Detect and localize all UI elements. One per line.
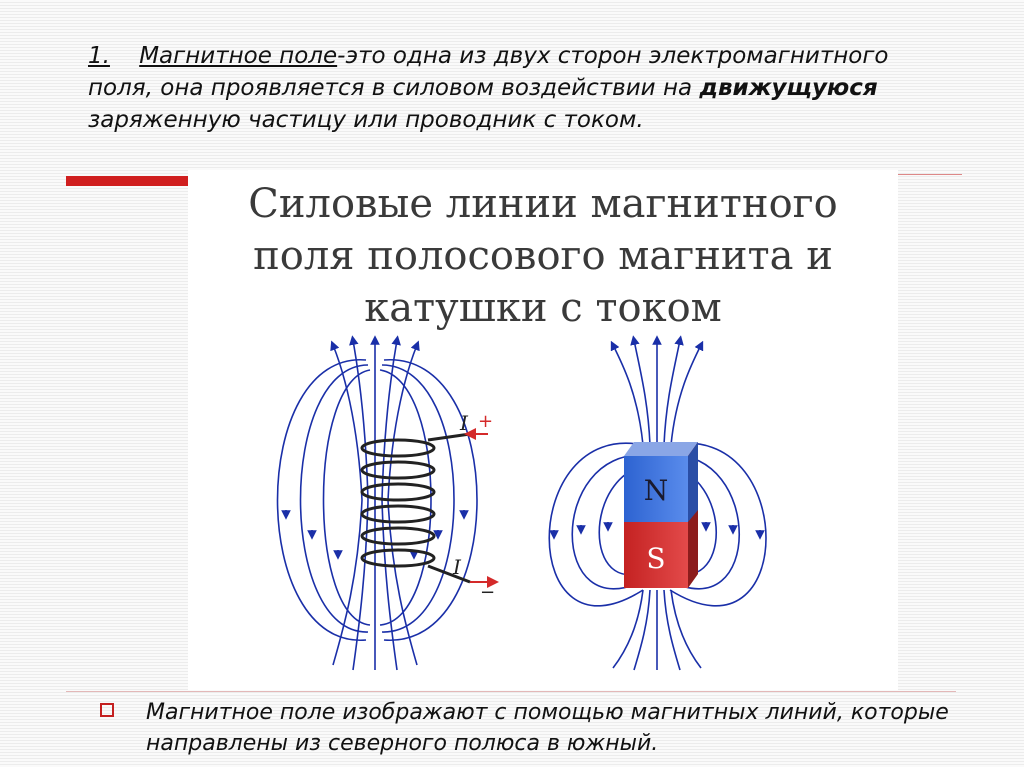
figure-title-line3: катушки с током <box>364 285 722 331</box>
coil-current-label-bottom: I <box>452 555 462 579</box>
accent-line-right <box>898 174 962 175</box>
coil-current-label-top: I <box>459 411 469 435</box>
item-number: 1. <box>88 43 110 69</box>
figure-title-line1: Силовые линии магнитного <box>248 181 838 227</box>
coil-current-arrows <box>464 428 499 588</box>
red-accent-bar <box>66 176 188 186</box>
term-magnetic-field: Магнитное поле <box>139 43 338 69</box>
magnet-field-lines <box>548 335 767 671</box>
coil-minus-label: − <box>480 582 495 603</box>
field-diagram: I + I − <box>276 335 767 671</box>
magnet-south-pole <box>624 522 688 588</box>
definition-text-start: -это одна из двух сторон электромагнитно… <box>88 43 889 101</box>
magnet-south-label: S <box>646 542 665 575</box>
square-bullet-icon <box>100 703 114 717</box>
figure-title-line2: поля полосового магнита и <box>253 233 833 279</box>
coil-plus-label: + <box>478 411 493 432</box>
bar-magnet: N S <box>624 442 698 588</box>
divider-line <box>66 691 956 692</box>
magnet-north-label: N <box>644 474 669 507</box>
definition-bold-word: движущуюся <box>699 75 878 101</box>
figure-title: Силовые линии магнитного поля полосового… <box>188 178 898 334</box>
field-lines-figure: Силовые линии магнитного поля полосового… <box>188 170 898 690</box>
magnet-north-pole <box>624 456 688 522</box>
definition-text-end: заряженную частицу или проводник с током… <box>88 107 644 133</box>
coil-windings <box>360 432 471 584</box>
definition-paragraph: 1. Магнитное поле-это одна из двух сторо… <box>88 40 948 136</box>
coil-field-lines <box>276 335 478 671</box>
bullet-text: Магнитное поле изображают с помощью магн… <box>146 700 949 756</box>
